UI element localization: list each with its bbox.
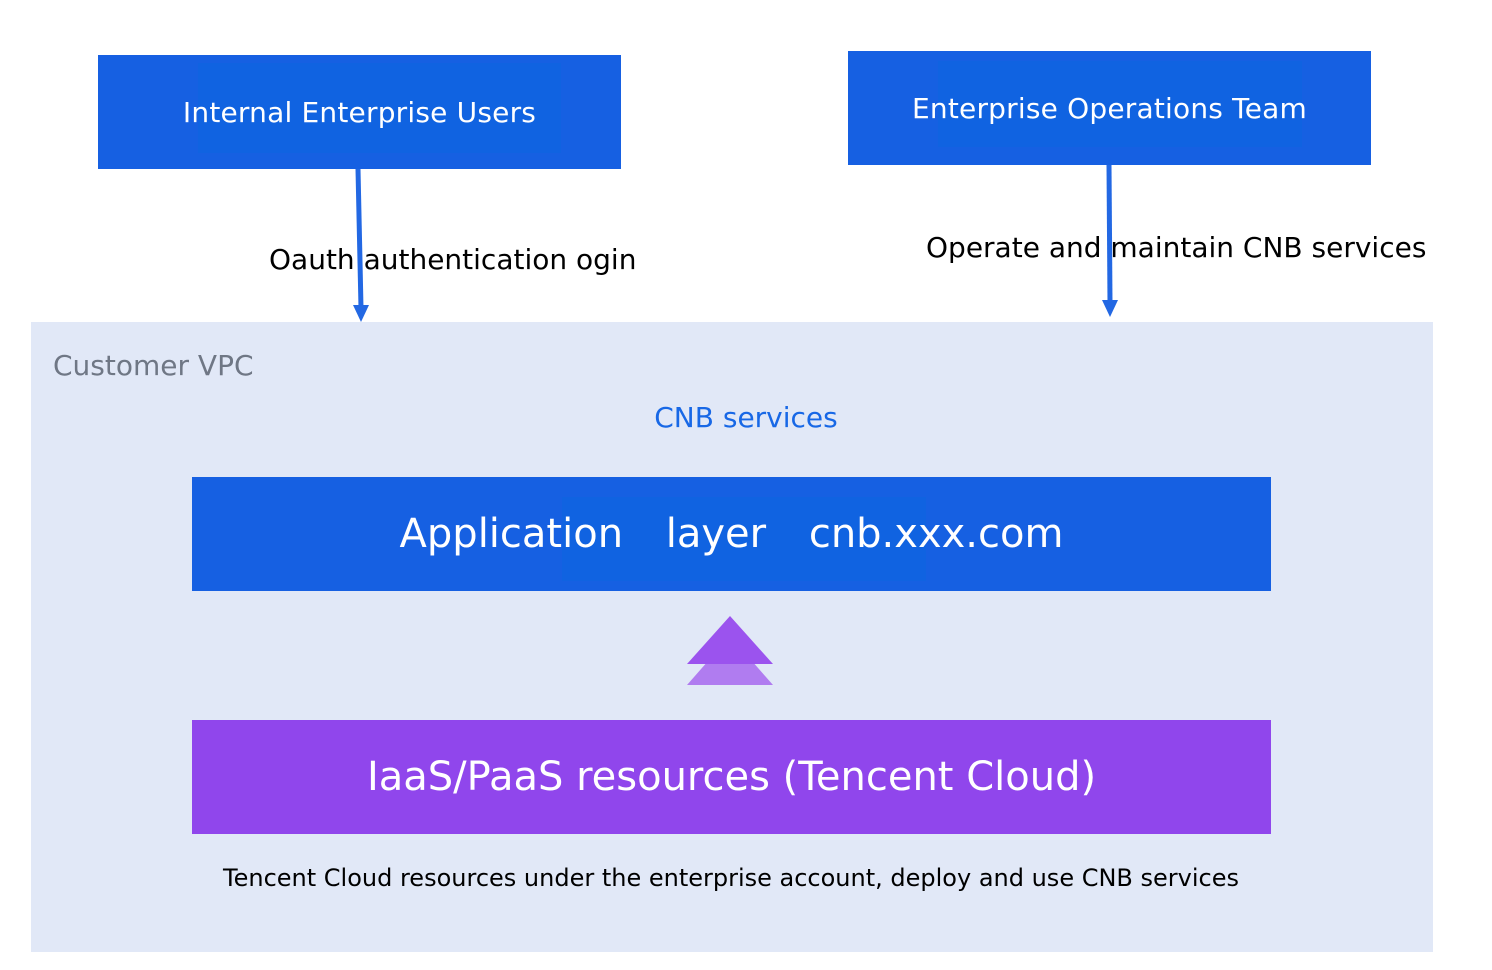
operate-arrow-head [1102, 300, 1118, 317]
up-arrow-upper-icon [687, 616, 773, 664]
application-layer-highlight [562, 497, 926, 581]
internal-enterprise-users-box: Internal Enterprise Users [98, 55, 621, 169]
cnb-services-title: CNB services [654, 401, 838, 434]
operate-arrow-line [1106, 164, 1113, 304]
application-layer-label: Application layer cnb.xxx.com [399, 511, 1064, 557]
operate-maintain-label: Operate and maintain CNB services [926, 231, 1427, 264]
iaas-paas-resources-label: IaaS/PaaS resources (Tencent Cloud) [366, 754, 1097, 800]
enterprise-operations-team-label: Enterprise Operations Team [912, 91, 1307, 125]
oauth-arrow-line [355, 168, 364, 309]
tencent-cloud-resources-note: Tencent Cloud resources under the enterp… [223, 864, 1239, 892]
ops-box-highlight [938, 61, 1302, 147]
application-layer-box: Application layer cnb.xxx.com [192, 477, 1271, 591]
oauth-arrow-head [353, 305, 369, 322]
oauth-login-label: Oauth authentication ogin [269, 243, 637, 276]
customer-vpc-title: Customer VPC [53, 349, 254, 382]
users-box-highlight [198, 63, 561, 153]
internal-enterprise-users-label: Internal Enterprise Users [182, 95, 537, 129]
enterprise-operations-team-box: Enterprise Operations Team [848, 51, 1371, 165]
iaas-paas-resources-box: IaaS/PaaS resources (Tencent Cloud) [192, 720, 1271, 834]
